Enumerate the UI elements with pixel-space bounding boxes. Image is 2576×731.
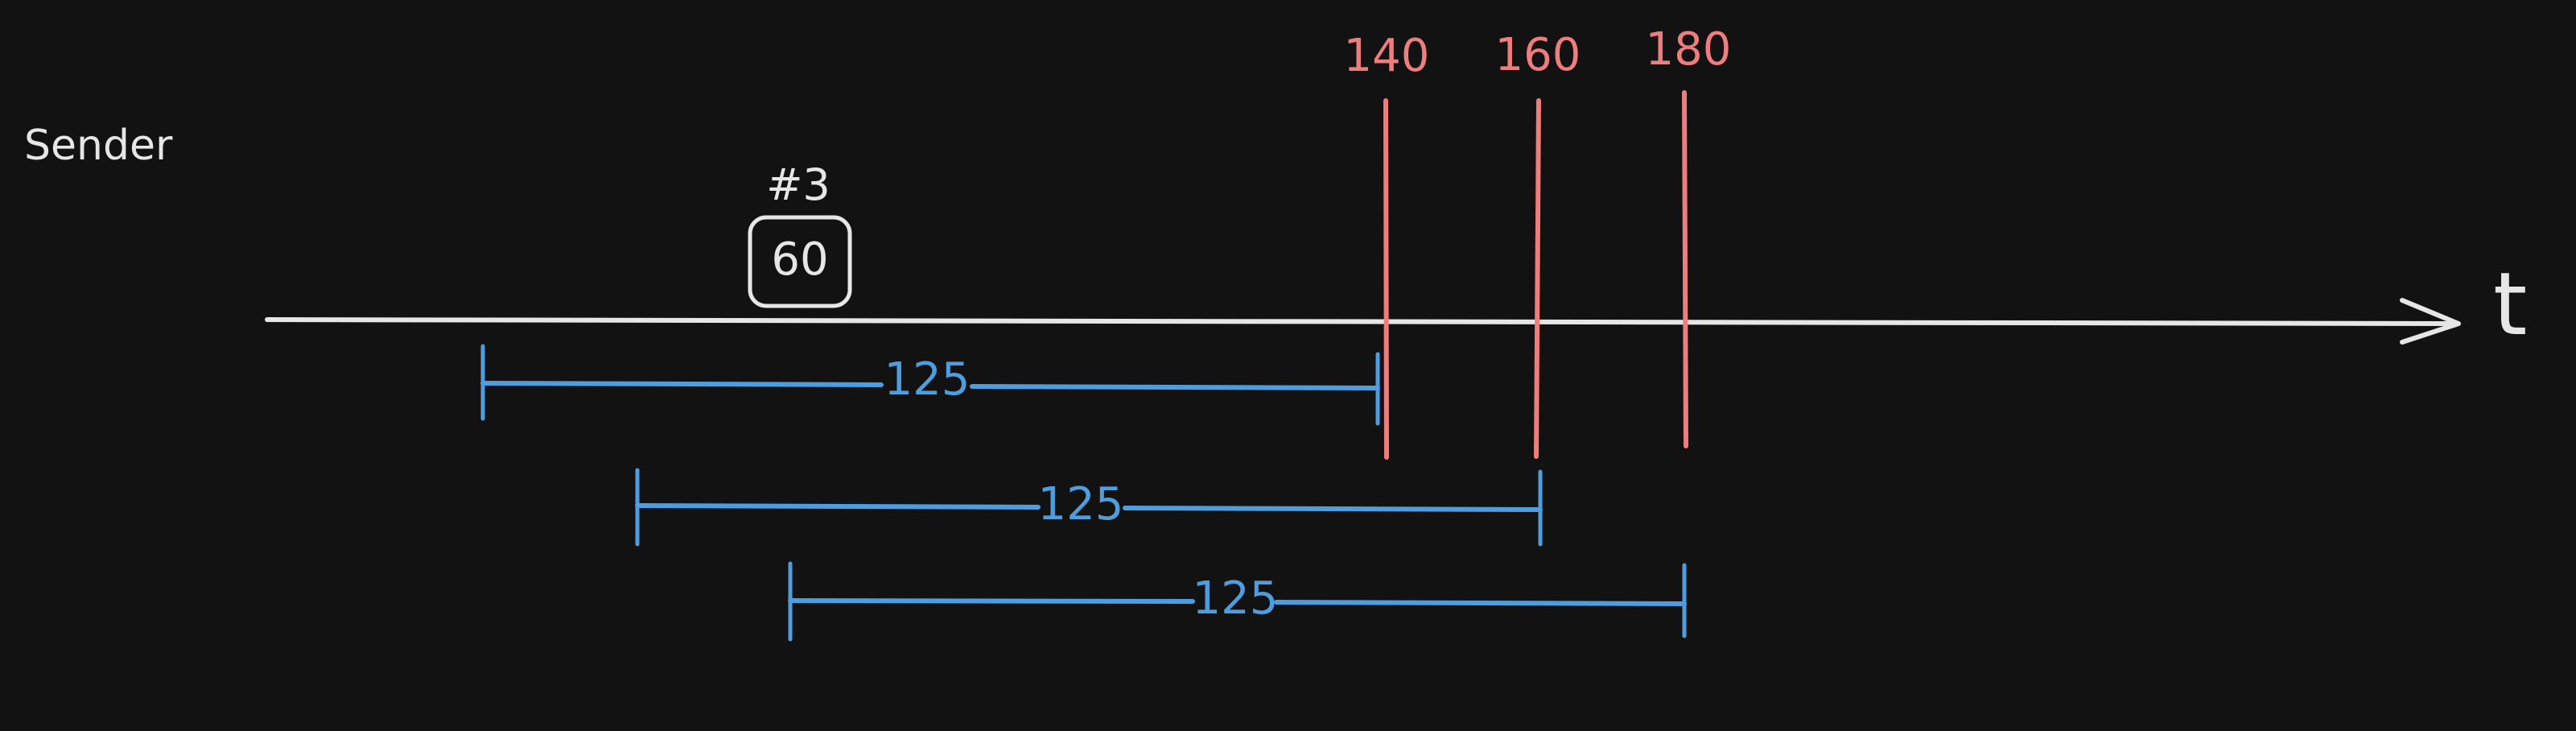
time-axis-label: t (2493, 254, 2527, 355)
interval-line (480, 381, 884, 387)
time-marker-line (1682, 90, 1688, 448)
time-marker-label: 140 (1344, 30, 1430, 82)
interval-label: 125 (1193, 572, 1279, 625)
packet-box (748, 215, 852, 308)
time-axis-arrowhead (2400, 298, 2461, 345)
interval-line (635, 503, 1041, 510)
time-marker-label: 180 (1646, 23, 1732, 76)
time-axis-line (265, 317, 2459, 326)
sender-label: Sender (24, 122, 173, 170)
packet-value: 60 (771, 233, 828, 286)
time-marker-line (1534, 98, 1541, 459)
packet-id-label: #3 (766, 159, 831, 210)
interval-label: 125 (1038, 478, 1124, 531)
interval-label: 125 (884, 353, 971, 406)
time-marker-line (1383, 98, 1389, 460)
interval-line (970, 384, 1380, 390)
interval-line (1274, 600, 1687, 606)
time-marker-label: 160 (1495, 29, 1581, 81)
interval-line (1123, 506, 1543, 512)
